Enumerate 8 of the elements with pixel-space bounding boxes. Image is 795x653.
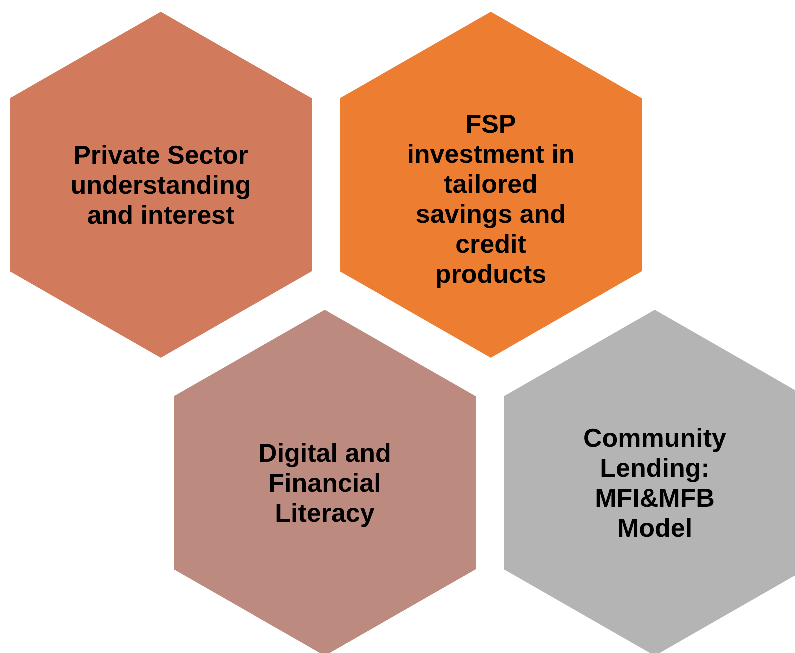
hexagon-node — [504, 310, 795, 653]
hexagon-node — [174, 310, 476, 653]
hexagon-node — [10, 12, 312, 358]
node-label: Private Sector understanding and interest — [70, 140, 252, 230]
node-label: Community Lending: MFI&MFB Model — [582, 423, 728, 543]
hexagon-node — [340, 12, 642, 358]
node-label: FSP investment in tailored savings and credit products — [406, 109, 576, 289]
node-label: Digital and Financial Literacy — [258, 438, 392, 528]
